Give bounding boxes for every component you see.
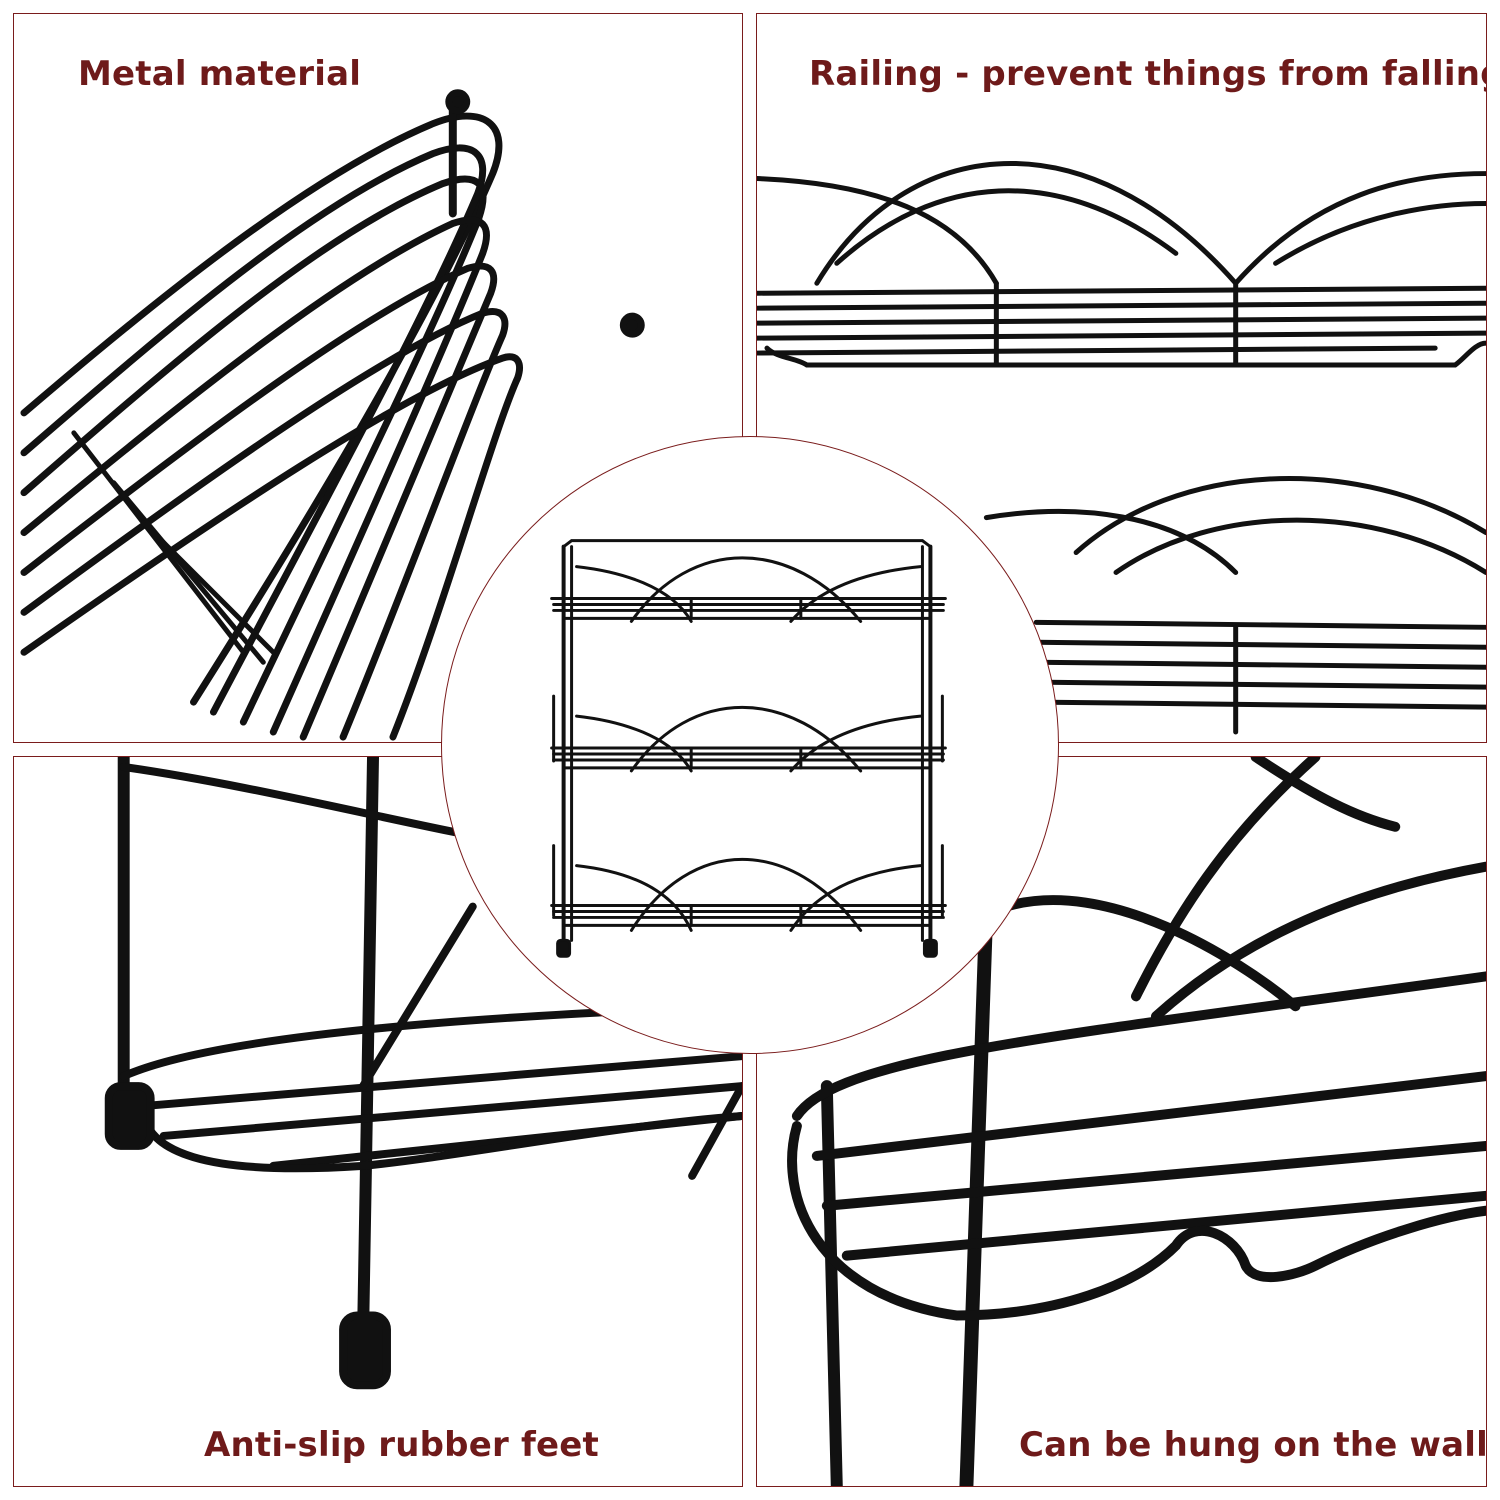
caption-wall-hook: Can be hung on the wall xyxy=(1019,1425,1487,1465)
caption-metal-material: Metal material xyxy=(78,54,362,94)
rack-side-wire-image xyxy=(20,89,645,741)
rack-wall-hook-image xyxy=(787,757,1486,1486)
caption-rubber-feet: Anti-slip rubber feet xyxy=(204,1425,599,1465)
caption-railing: Railing - prevent things from falling xyxy=(809,54,1487,94)
spice-rack-product-image xyxy=(550,539,947,958)
rack-feet-image xyxy=(104,757,742,1390)
rack-railing-image xyxy=(757,160,1486,735)
panel-rubber-feet: Anti-slip rubber feet xyxy=(13,756,743,1487)
center-product-circle xyxy=(441,436,1059,1054)
panel-metal-material: Metal material xyxy=(13,13,743,743)
